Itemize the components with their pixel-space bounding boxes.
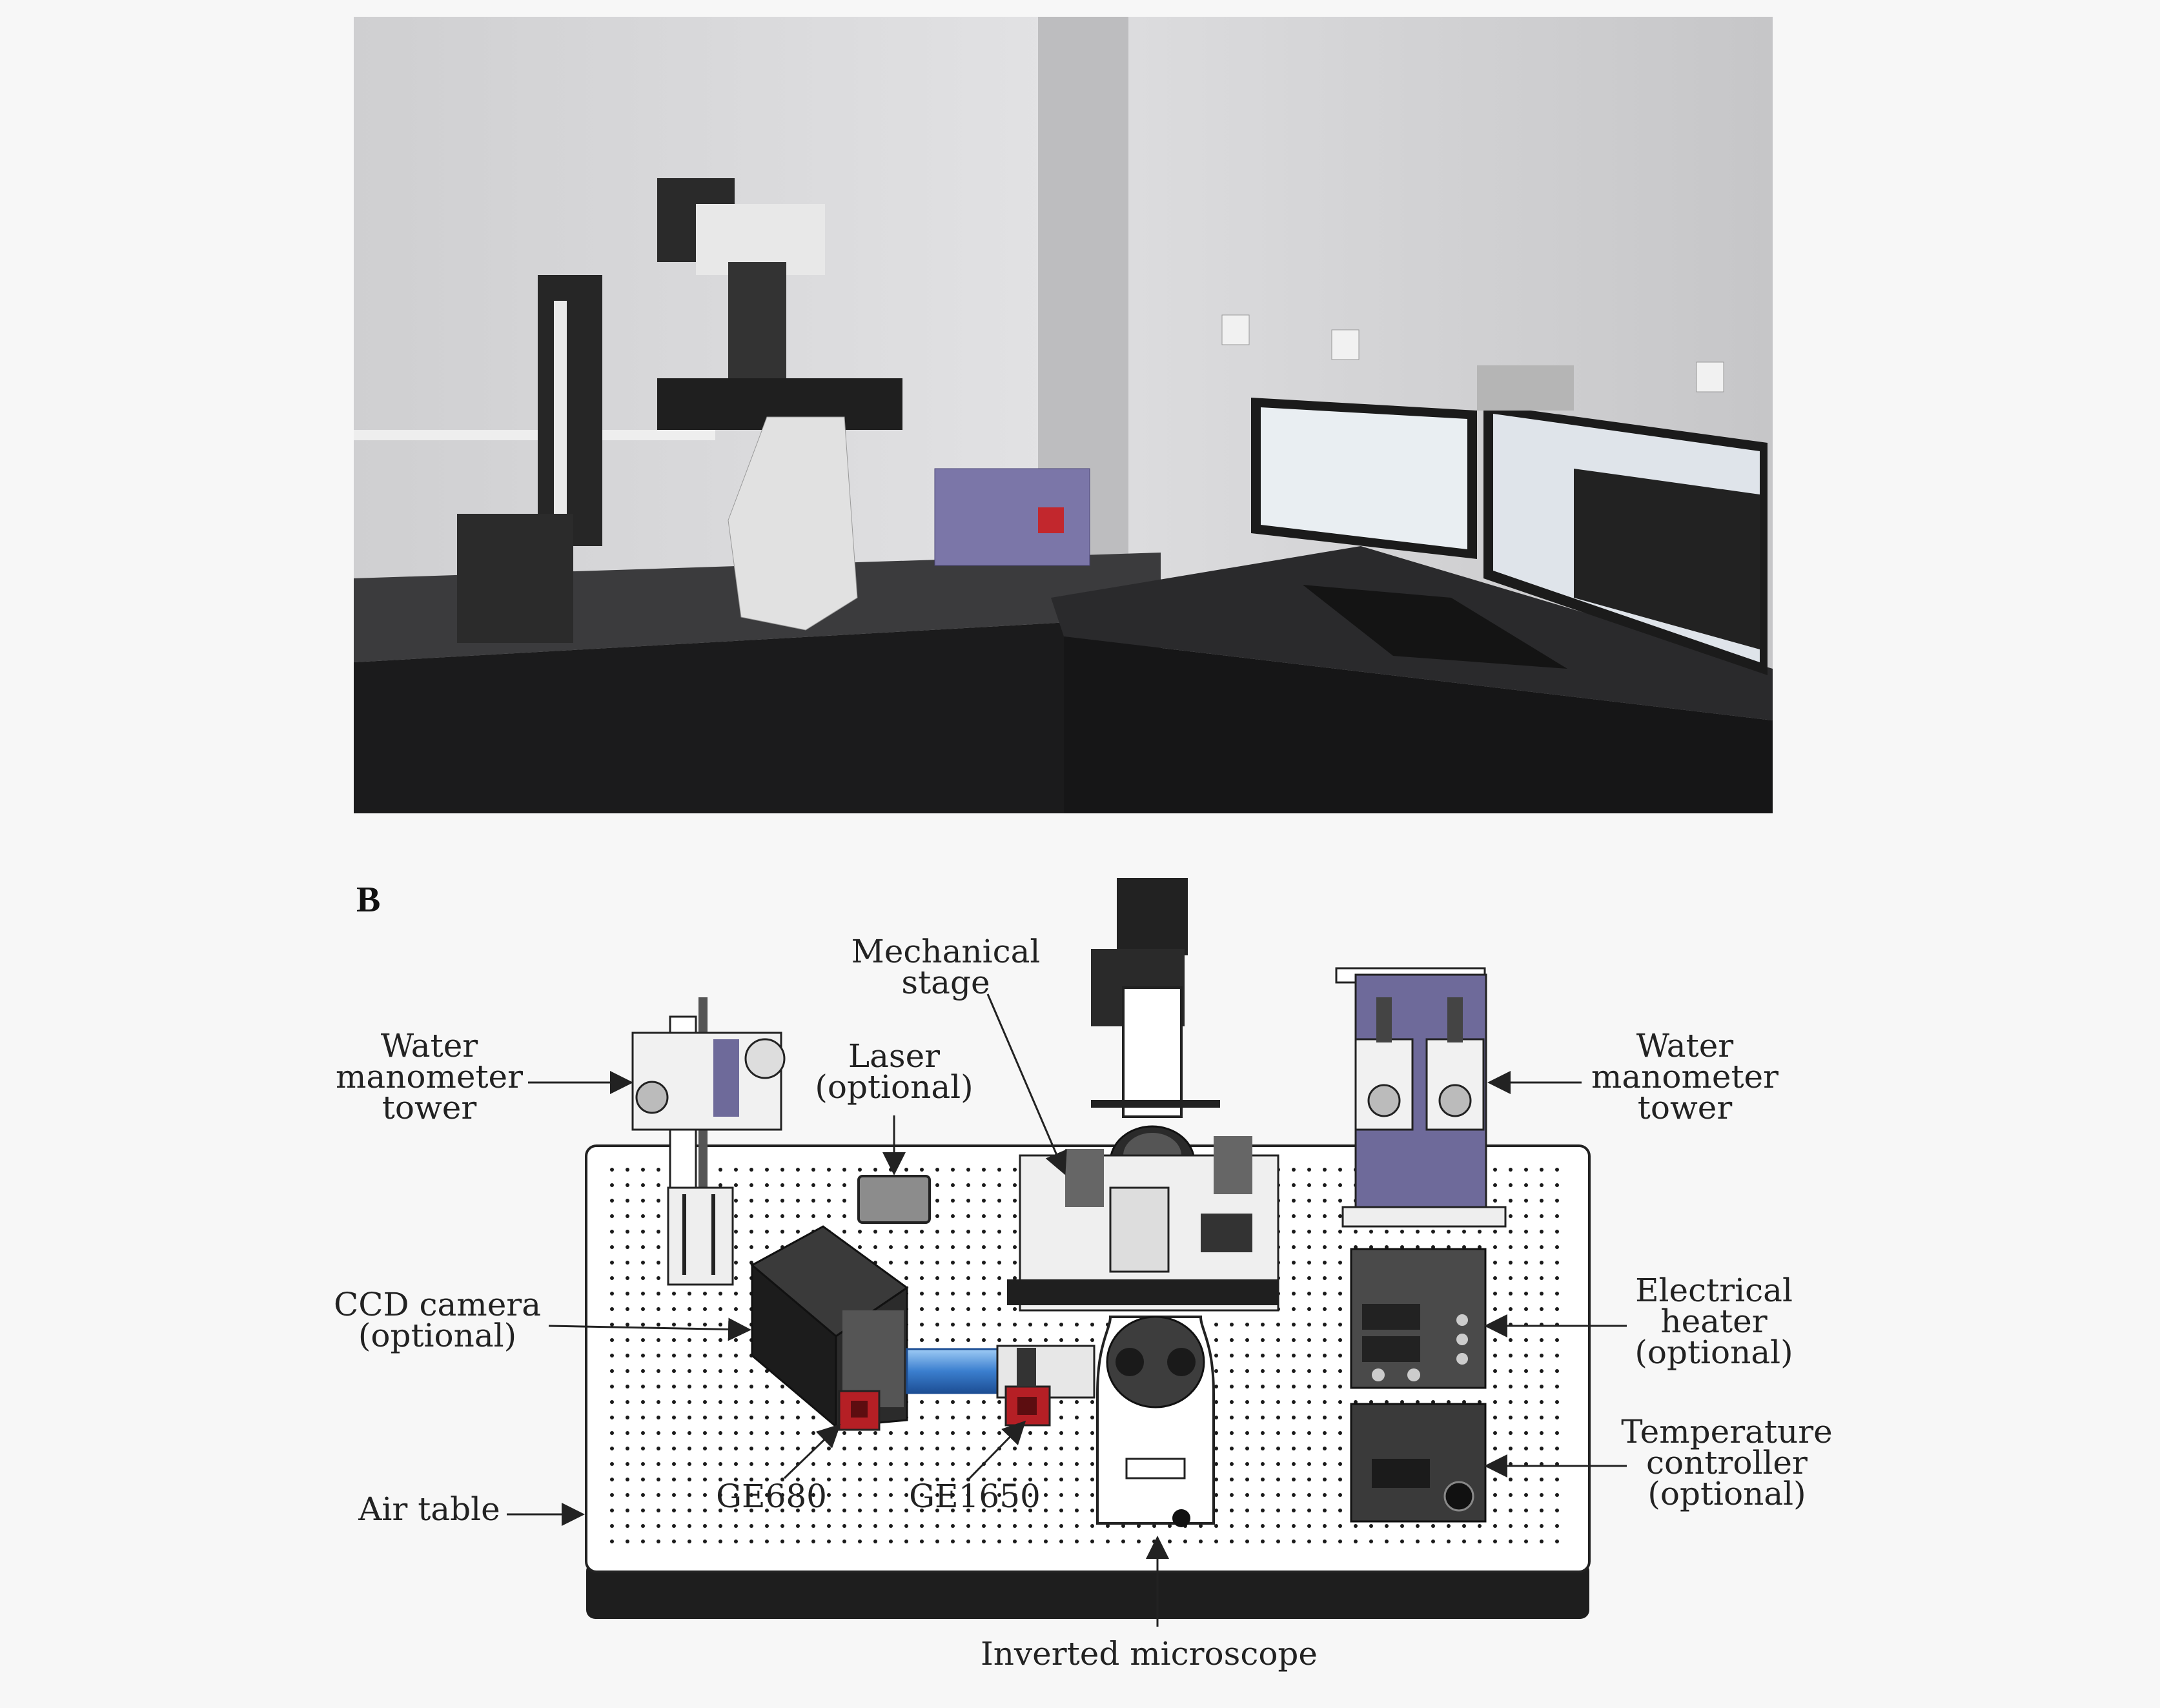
panel-b-letter: B — [356, 880, 381, 920]
label-ccd-camera: CCD camera(optional) — [333, 1286, 542, 1354]
arrow-ccd — [548, 1317, 751, 1341]
arrow-ge680 — [783, 1423, 841, 1479]
ge680-camera — [838, 1390, 881, 1431]
label-inverted-microscope: Inverted microscope — [980, 1635, 1318, 1672]
label-laser: Laser(optional) — [815, 1037, 973, 1106]
temperature-controller — [1350, 1403, 1487, 1523]
label-air-table: Air table — [358, 1490, 500, 1528]
electrical-heater — [1350, 1248, 1487, 1389]
wall-rail — [354, 430, 715, 440]
wall-socket — [1221, 314, 1250, 345]
ccd-box-photo — [457, 514, 573, 643]
water-manometer-tower-right — [1335, 967, 1507, 1228]
label-ge1650: GE1650 — [909, 1478, 1041, 1515]
microscope-body — [728, 416, 858, 631]
water-manometer-tower-left — [631, 997, 786, 1286]
arrow-ge1650 — [968, 1420, 1026, 1479]
left-bench-body — [354, 617, 1161, 813]
manometer-tower-photo — [538, 275, 602, 546]
setup-schematic — [0, 839, 2160, 1705]
purple-controller-photo — [934, 468, 1090, 566]
label-ge680: GE680 — [716, 1478, 827, 1515]
monitor-right-photo — [1483, 404, 1768, 675]
monitor-left-photo — [1251, 398, 1477, 559]
wall-socket — [1696, 361, 1724, 392]
inverted-microscope — [1007, 878, 1279, 1527]
lab-setup-photo — [354, 17, 1773, 813]
arrow-mechanical-stage — [986, 993, 1067, 1175]
keyboard-photo — [1303, 585, 1567, 669]
controller-box-photo — [1477, 365, 1574, 411]
right-desk-body — [1064, 636, 1773, 813]
wall-socket — [1331, 329, 1360, 360]
laser-box — [857, 1175, 931, 1224]
optical-tube — [906, 1348, 999, 1394]
ge1650-camera — [1004, 1348, 1051, 1427]
